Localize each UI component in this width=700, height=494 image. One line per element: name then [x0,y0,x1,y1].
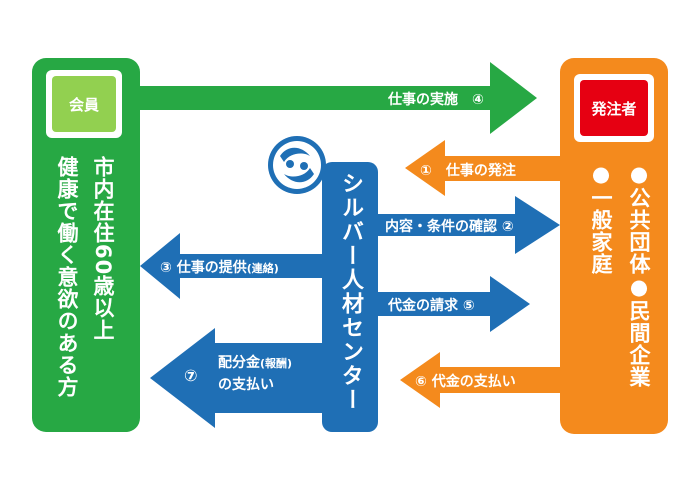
label-confirm-terms: 内容・条件の確認 ② [385,219,514,235]
arrow-work-execution [120,62,537,134]
center-name: シルバー人材センター [338,172,363,412]
label-billing: 代金の請求 ⑤ [388,298,475,314]
silver-center-logo-icon [268,136,326,194]
arrow-provide-work [140,233,340,299]
orderer-type-households: ●一般家庭 [589,162,613,275]
label-provide-work: ③ 仕事の提供(連絡) [160,257,279,277]
arrow-billing [360,276,530,332]
label-provide-work-note: (連絡) [246,262,279,275]
arrow-distribution [150,328,340,428]
label-provide-work-main: ③ 仕事の提供 [160,260,247,276]
orderer-badge: 発注者 [580,80,648,136]
label-distribution-number: ⑦ [184,366,198,385]
member-badge: 会員 [52,76,116,132]
label-work-order: ① 仕事の発注 [420,163,516,179]
arrow-confirm-terms [360,196,560,254]
arrow-payment [400,352,590,408]
orderer-type-organizations: ●公共団体●民間企業 [627,162,651,388]
center-panel [322,162,378,432]
arrow-work-order [405,140,590,196]
label-distribution-line2: の支払い [218,377,274,393]
label-payment: ⑥ 代金の支払い [415,374,516,390]
member-condition-age: 市内在住60歳以上 [91,156,115,342]
label-distribution-line1: 配分金(報酬) [218,355,293,371]
member-condition-health: 健康で働く意欲のある方 [55,156,79,398]
label-work-execution: 仕事の実施 ④ [388,92,484,108]
